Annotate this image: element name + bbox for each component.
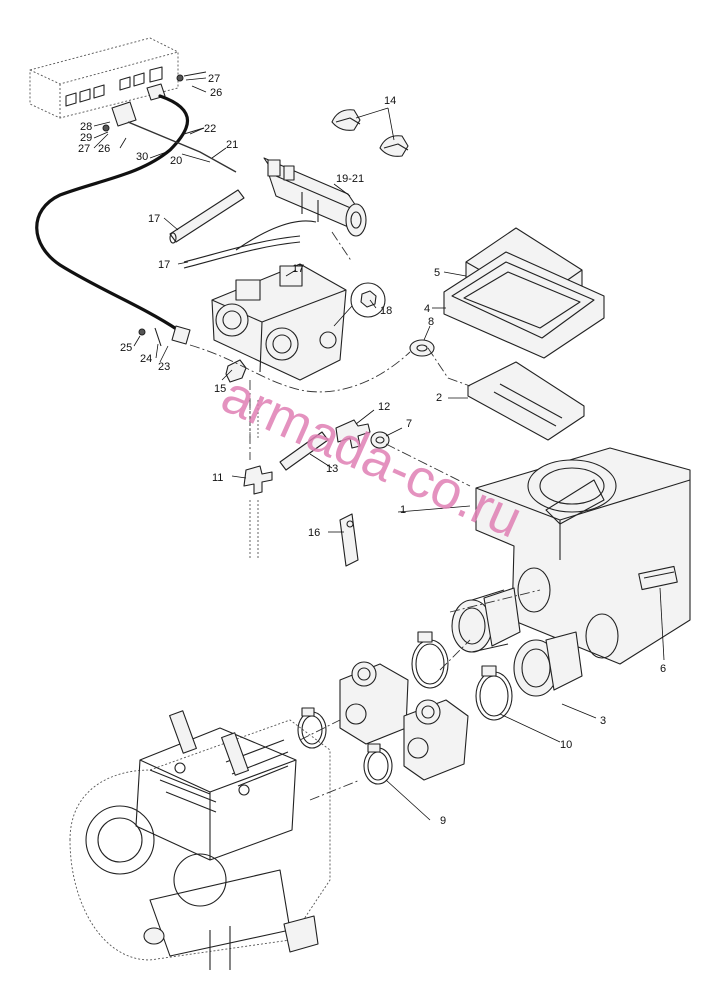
callout-29: 29	[80, 132, 92, 144]
callout-2: 2	[436, 392, 442, 404]
callout-26b: 26	[98, 143, 110, 155]
hose-clamps-9	[297, 707, 393, 785]
grommet	[409, 339, 435, 357]
callout-27b: 27	[78, 143, 90, 155]
filter-cover	[443, 227, 605, 359]
retaining-clips	[331, 109, 409, 157]
callout-26a: 26	[210, 87, 222, 99]
callout-21: 21	[226, 139, 238, 151]
fuel-rail-module	[263, 157, 367, 237]
filter-element	[467, 361, 585, 441]
callout-24: 24	[140, 353, 152, 365]
callout-30: 30	[136, 151, 148, 163]
callout-25: 25	[120, 342, 132, 354]
vent-hoses	[169, 189, 317, 269]
assembly-lines	[189, 231, 541, 801]
callout-28: 28	[80, 121, 92, 133]
callout-13: 13	[326, 463, 338, 475]
callout-17a: 17	[148, 213, 160, 225]
callout-19-21: 19-21	[336, 173, 364, 185]
hose-clamps-10	[411, 631, 513, 721]
callout-18: 18	[380, 305, 392, 317]
callout-14: 14	[384, 95, 396, 107]
fittings	[225, 359, 390, 567]
carburetors	[339, 661, 469, 781]
callout-6: 6	[660, 663, 666, 675]
electronic-module	[29, 37, 179, 119]
rubber-adapters	[451, 587, 583, 697]
callout-12: 12	[378, 401, 390, 413]
callout-4: 4	[424, 303, 430, 315]
callout-15: 15	[214, 383, 226, 395]
air-box	[475, 447, 691, 665]
leader-lines	[93, 77, 665, 821]
callout-27a: 27	[208, 73, 220, 85]
callout-20: 20	[170, 155, 182, 167]
throttle-body-assembly	[211, 263, 347, 381]
callout-23: 23	[158, 361, 170, 373]
engine-block	[69, 710, 331, 970]
callout-8: 8	[428, 316, 434, 328]
callout-17b: 17	[158, 259, 170, 271]
callout-1: 1	[400, 504, 406, 516]
callout-9: 9	[440, 815, 446, 827]
wiring-harness	[35, 71, 237, 347]
callout-5: 5	[434, 267, 440, 279]
callout-11: 11	[212, 472, 223, 484]
callout-10: 10	[560, 739, 572, 751]
callout-3: 3	[600, 715, 606, 727]
callout-22: 22	[204, 123, 216, 135]
callout-17c: 17	[292, 263, 304, 275]
callout-7: 7	[406, 418, 412, 430]
callout-16: 16	[308, 527, 320, 539]
callout-labels: 1 2 3 4 5 6 7 8 9 10 11 12 13 14 15 16 1…	[78, 73, 666, 827]
